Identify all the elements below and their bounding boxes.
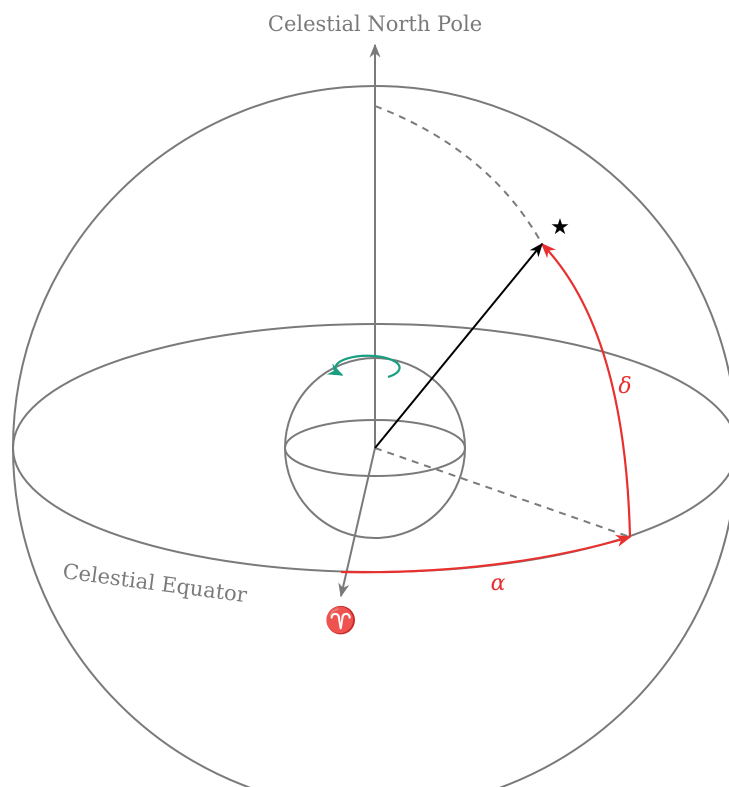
north-pole-label: Celestial North Pole <box>268 12 482 36</box>
projection-dashed-line <box>374 447 631 538</box>
vernal-equinox-arrow <box>338 447 376 598</box>
star-position-vector <box>374 242 543 449</box>
right-ascension-arc <box>340 534 632 574</box>
right-ascension-label: α <box>491 571 506 596</box>
star-meridian-dashed-upper <box>374 105 543 245</box>
aries-icon: ♈ <box>325 605 357 636</box>
star-icon: ★ <box>550 215 570 240</box>
rotation-arrow-icon <box>326 354 401 379</box>
celestial-equator-label: Celestial Equator <box>61 559 249 607</box>
declination-arc <box>540 242 632 538</box>
declination-label: δ <box>618 374 631 399</box>
